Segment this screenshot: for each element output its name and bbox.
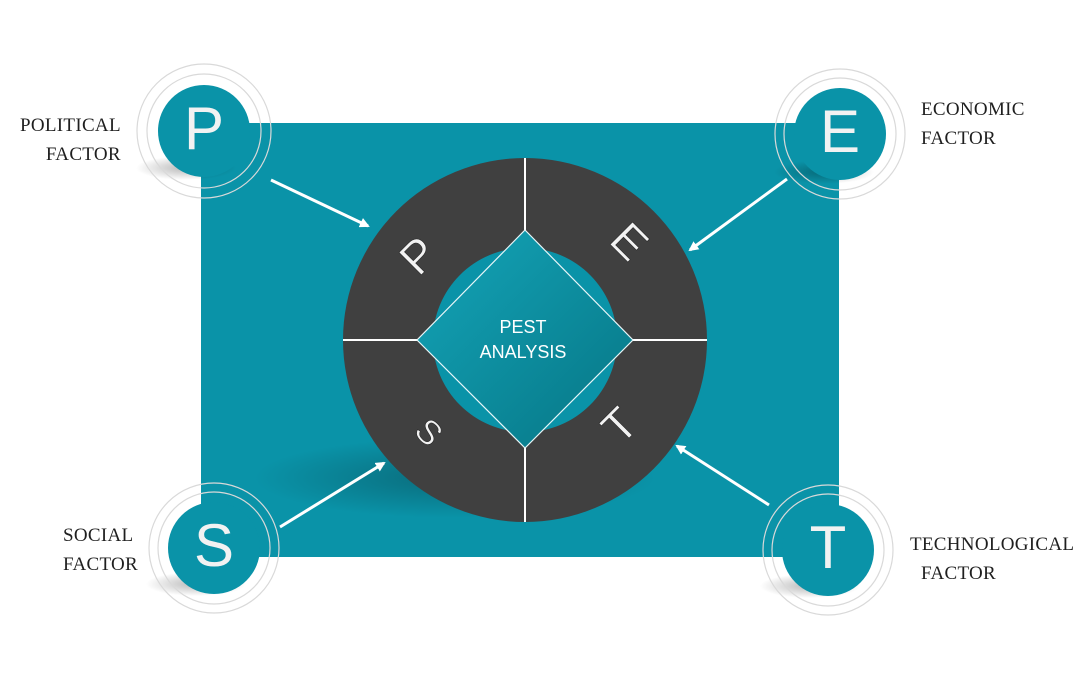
label-political-line1: POLITICAL <box>20 115 121 136</box>
badge-letter-s: S <box>194 512 234 579</box>
arrow-political <box>270 178 370 228</box>
badge-political: P <box>136 63 272 199</box>
badge-social: S <box>146 482 280 614</box>
center-title-line2: ANALYSIS <box>480 342 567 362</box>
label-technological-line1: TECHNOLOGICAL <box>910 534 1075 555</box>
arrow-social <box>279 461 386 529</box>
label-technological-line2: FACTOR <box>921 563 997 584</box>
arrow-technological <box>675 444 770 507</box>
arrow-economic <box>688 177 788 252</box>
label-political-factor: POLITICAL FACTOR <box>20 111 121 169</box>
label-social-line2: FACTOR <box>63 554 139 575</box>
label-political-line2: FACTOR <box>45 144 121 165</box>
badge-technological: T <box>760 484 894 616</box>
center-diamond <box>416 229 634 449</box>
badge-economic: E <box>774 68 906 200</box>
label-economic-factor: ECONOMIC FACTOR <box>921 95 1025 153</box>
center-title-line1: PEST <box>499 317 546 337</box>
label-technological-factor: TECHNOLOGICAL FACTOR <box>910 530 1074 588</box>
badge-letter-t: T <box>810 514 847 581</box>
label-economic-line2: FACTOR <box>921 128 997 149</box>
label-economic-line1: ECONOMIC <box>921 99 1025 120</box>
label-social-line1: SOCIAL <box>63 525 134 546</box>
label-social-factor: SOCIAL FACTOR <box>63 521 138 579</box>
badge-letter-e: E <box>820 98 860 165</box>
badge-letter-p: P <box>184 95 224 162</box>
